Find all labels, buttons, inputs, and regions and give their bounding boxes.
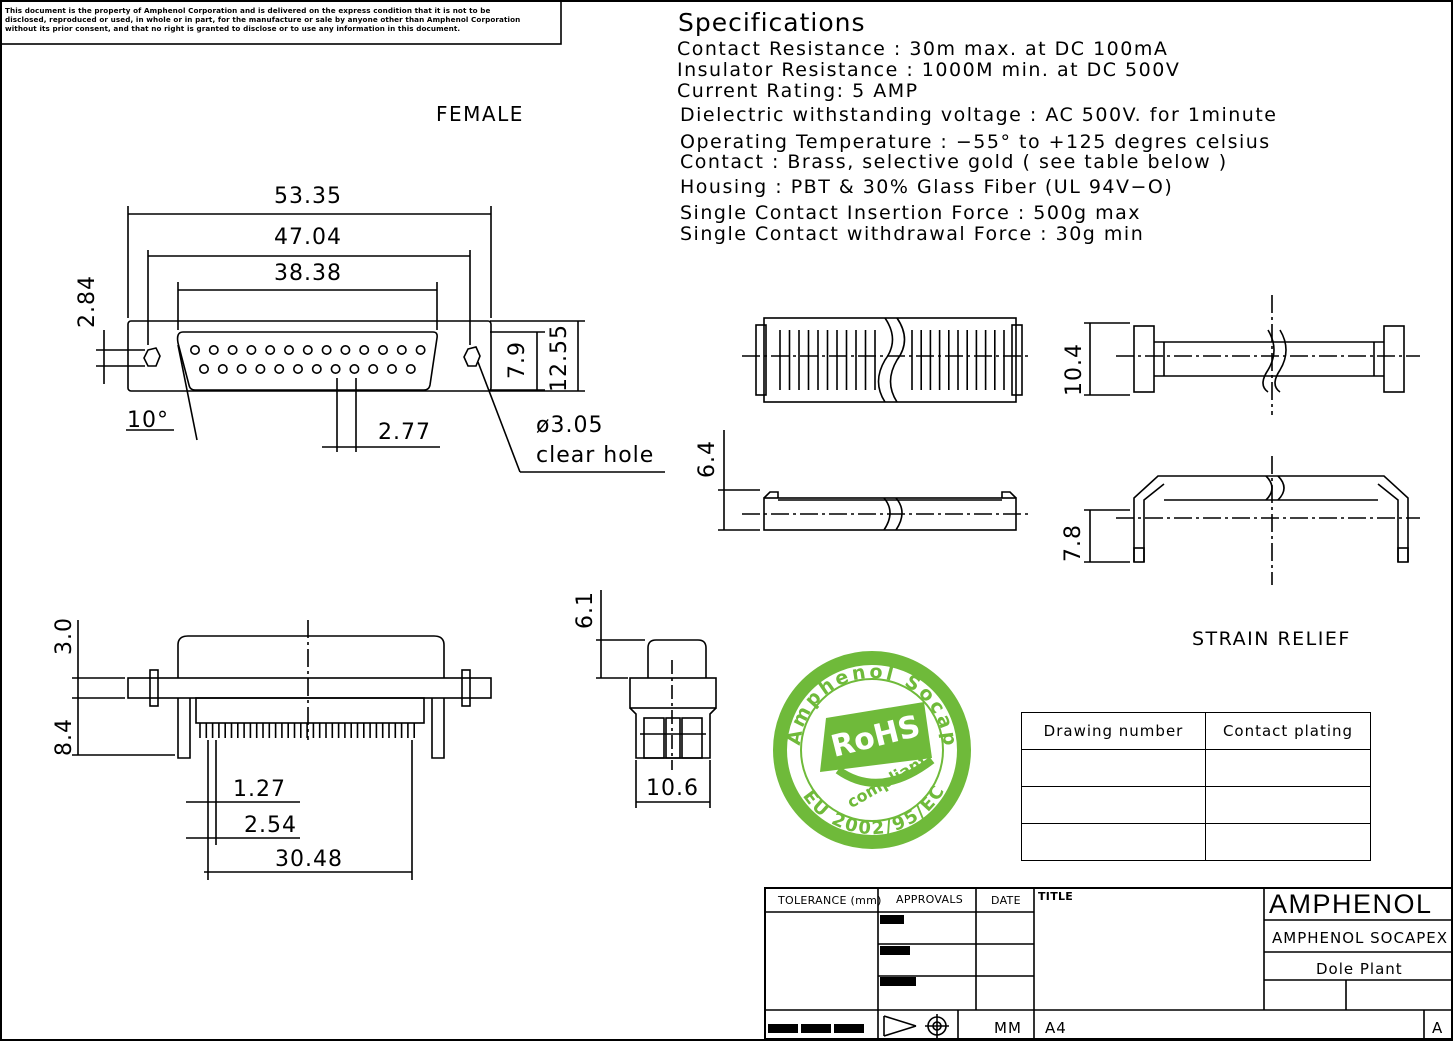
dim-tail-span: 30.48 xyxy=(275,847,343,872)
pin-socket xyxy=(199,363,210,374)
strain-relief-label: STRAIN RELIEF xyxy=(1192,628,1351,650)
pin-socket xyxy=(405,363,416,374)
dim-row-pitch: 2.54 xyxy=(244,813,297,838)
pin-socket xyxy=(217,363,228,374)
pin-socket xyxy=(415,344,426,355)
dim-overall-width: 53.35 xyxy=(274,184,342,209)
title-block-revision: A xyxy=(1432,1019,1444,1037)
female-front-view xyxy=(96,206,665,473)
table-cell xyxy=(1205,786,1371,824)
title-block xyxy=(764,887,1453,1040)
pin-socket xyxy=(311,363,322,374)
pin-socket xyxy=(302,344,313,355)
pin-socket xyxy=(265,344,276,355)
dim-hole-diameter: ø3.05 xyxy=(536,413,604,438)
title-block-approvals: APPROVALS xyxy=(896,893,964,906)
table-cell xyxy=(1021,749,1206,787)
pin-socket xyxy=(321,344,332,355)
pin-socket xyxy=(190,344,201,355)
pin-socket xyxy=(368,363,379,374)
pin-socket xyxy=(208,344,219,355)
strain-relief-profile xyxy=(1084,456,1420,585)
title-block-units: MM xyxy=(994,1019,1022,1037)
pin-socket xyxy=(396,344,407,355)
title-block-division: AMPHENOL SOCAPEX xyxy=(1272,929,1449,947)
spec-line: Housing : PBT & 30% Glass Fiber (UL 94V−… xyxy=(680,176,1174,198)
specifications-title: Specifications xyxy=(678,8,866,37)
pin-socket xyxy=(377,344,388,355)
pin-socket xyxy=(292,363,303,374)
dim-tail-pitch: 1.27 xyxy=(233,777,286,802)
notice-box xyxy=(0,0,562,45)
table-row xyxy=(1021,749,1371,787)
spec-line: Dielectric withstanding voltage : AC 500… xyxy=(680,104,1278,126)
table-cell xyxy=(1205,823,1371,861)
spec-line: Single Contact withdrawal Force : 30g mi… xyxy=(680,223,1145,245)
dim-strain-height-b: 6.4 xyxy=(695,440,720,478)
dim-hole-note: clear hole xyxy=(536,443,655,468)
dim-flange-offset: 2.84 xyxy=(75,275,100,328)
strain-relief-side xyxy=(1084,295,1420,415)
pin-socket xyxy=(227,344,238,355)
dim-shell-height: 7.9 xyxy=(505,341,530,379)
contact-plating-table: Drawing number Contact plating xyxy=(1021,712,1371,861)
dim-strain-height-a: 10.4 xyxy=(1062,343,1087,396)
pin-socket xyxy=(330,363,341,374)
dim-hole-pitch: 47.04 xyxy=(274,225,342,250)
pin-socket xyxy=(359,344,370,355)
table-row xyxy=(1021,786,1371,824)
pin-socket xyxy=(386,363,397,374)
pin-socket xyxy=(283,344,294,355)
title-block-company: AMPHENOL xyxy=(1269,889,1433,919)
title-block-plant: Dole Plant xyxy=(1316,960,1403,978)
spec-line: Contact : Brass, selective gold ( see ta… xyxy=(680,151,1228,173)
title-block-fills xyxy=(768,915,916,1033)
strain-relief-front xyxy=(742,317,1030,403)
female-label: FEMALE xyxy=(436,102,524,126)
pin-socket xyxy=(246,344,257,355)
title-block-title: TITLE xyxy=(1038,890,1074,903)
notice-line: disclosed, reproduced or used, in whole … xyxy=(5,15,521,24)
title-block-sheet-size: A4 xyxy=(1045,1019,1067,1037)
table-header-row: Drawing number Contact plating xyxy=(1021,712,1371,750)
female-side-view xyxy=(72,620,492,880)
dim-side-height: 6.1 xyxy=(573,591,598,629)
table-cell xyxy=(1205,749,1371,787)
spec-line: Operating Temperature : −55° to +125 deg… xyxy=(680,131,1271,153)
female-end-view xyxy=(596,590,717,808)
header-contact-plating: Contact plating xyxy=(1205,712,1371,750)
table-row xyxy=(1021,823,1371,861)
dim-tail-height: 8.4 xyxy=(52,718,77,756)
spec-line: Current Rating: 5 AMP xyxy=(677,80,919,102)
spec-line: Single Contact Insertion Force : 500g ma… xyxy=(680,202,1142,224)
pin-socket xyxy=(236,363,247,374)
dim-strain-height-c: 7.8 xyxy=(1061,524,1086,562)
notice-line: This document is the property of Ampheno… xyxy=(5,6,491,15)
header-drawing-number: Drawing number xyxy=(1021,712,1206,750)
dim-flange-height: 12.55 xyxy=(547,324,572,392)
spec-line: Insulator Resistance : 1000M min. at DC … xyxy=(677,59,1181,81)
title-block-date: DATE xyxy=(991,894,1021,907)
dim-shell-depth: 3.0 xyxy=(52,617,77,655)
pin-socket xyxy=(274,363,285,374)
table-cell xyxy=(1021,823,1206,861)
pin-socket xyxy=(349,363,360,374)
dim-shell-width: 38.38 xyxy=(274,261,342,286)
spec-line: Contact Resistance : 30m max. at DC 100m… xyxy=(677,38,1169,60)
pin-socket xyxy=(340,344,351,355)
dim-side-depth: 10.6 xyxy=(646,776,699,801)
dim-draft-angle: 10° xyxy=(127,408,169,433)
strain-relief-top xyxy=(718,430,1030,531)
title-block-tolerance: TOLERANCE (mm) xyxy=(778,894,882,907)
pin-socket xyxy=(255,363,266,374)
notice-line: without its prior consent, and that no r… xyxy=(5,24,461,33)
confidentiality-notice: This document is the property of Ampheno… xyxy=(5,6,520,33)
dim-pin-pitch: 2.77 xyxy=(378,420,431,445)
table-cell xyxy=(1021,786,1206,824)
